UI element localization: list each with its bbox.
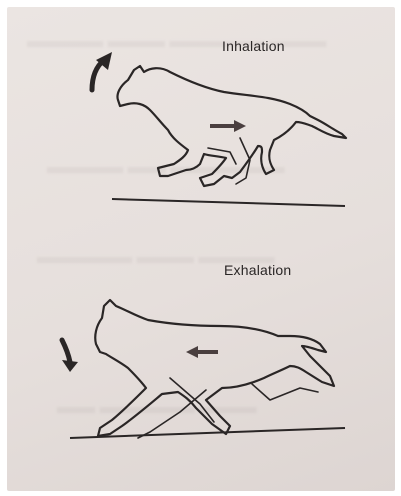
ground-line-top bbox=[112, 199, 345, 206]
airflow-arrow-left bbox=[186, 346, 218, 358]
head-down-curved-arrow bbox=[62, 340, 78, 372]
inhalation-figure bbox=[92, 52, 346, 206]
airflow-arrow-right bbox=[210, 120, 246, 132]
horse-outline-exhalation bbox=[95, 300, 334, 436]
exhalation-figure bbox=[62, 300, 345, 438]
head-up-curved-arrow bbox=[92, 52, 112, 90]
